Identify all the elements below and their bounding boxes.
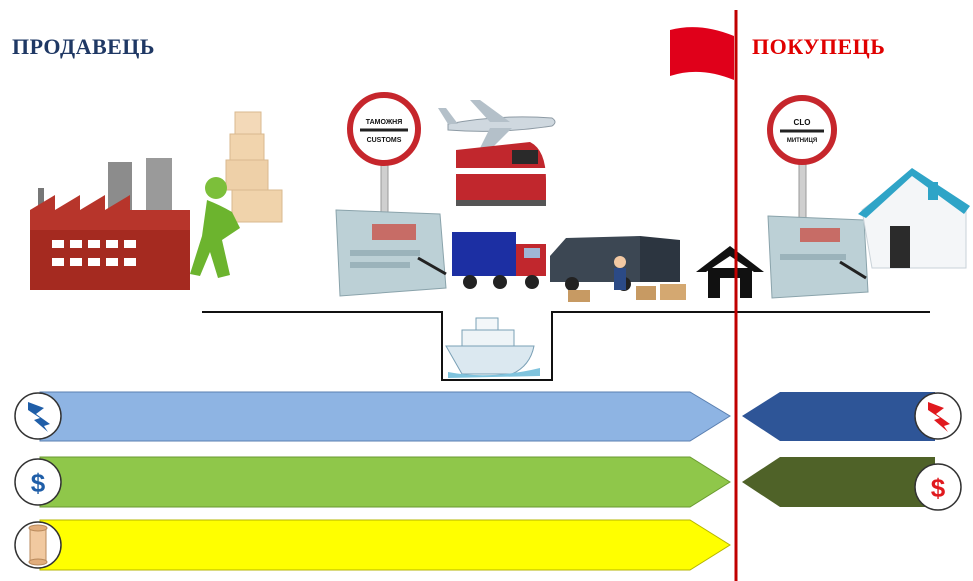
flag-icon [670, 27, 734, 80]
documents-transfer-arrow [39, 519, 731, 571]
customs-document-icon [335, 209, 447, 297]
lightning-icon-buyer [914, 392, 962, 440]
warehouse-icon [696, 246, 764, 298]
buyer-customs-sign-icon: CLO МИТНИЦЯ [767, 95, 837, 221]
van-unloading-icon [550, 236, 686, 302]
customs-sign-line1: ТАМОЖНЯ [366, 119, 403, 126]
house-icon [858, 168, 970, 269]
buyer-sign-line1: CLO [794, 118, 811, 127]
seller-label: ПРОДАВЕЦЬ [12, 34, 155, 59]
dollar-icon-buyer: $ [914, 463, 962, 511]
dollar-symbol-buyer: $ [931, 473, 946, 503]
lightning-icon [14, 392, 62, 440]
delivery-line [202, 311, 930, 381]
train-icon [456, 142, 546, 206]
cost-transfer-arrow [39, 456, 731, 508]
risk-transfer-arrow [39, 391, 731, 442]
scroll-icon [14, 521, 62, 569]
risk-transfer-arrow-buyer [742, 392, 935, 441]
factory-icon [30, 158, 190, 290]
truck-icon [452, 232, 546, 289]
buyer-label: ПОКУПЕЦЬ [752, 34, 886, 59]
customs-sign-line2: CUSTOMS [367, 137, 402, 144]
airplane-icon [438, 100, 556, 148]
customs-sign-icon: ТАМОЖНЯ CUSTOMS [347, 92, 421, 219]
dollar-icon: $ [14, 458, 62, 506]
cost-transfer-arrow-buyer [742, 457, 935, 507]
buyer-sign-line2: МИТНИЦЯ [787, 138, 817, 144]
buyer-customs-document-icon [767, 215, 869, 299]
dollar-symbol: $ [31, 468, 46, 498]
ship-icon [445, 317, 540, 378]
worker-with-boxes-icon [190, 111, 283, 278]
